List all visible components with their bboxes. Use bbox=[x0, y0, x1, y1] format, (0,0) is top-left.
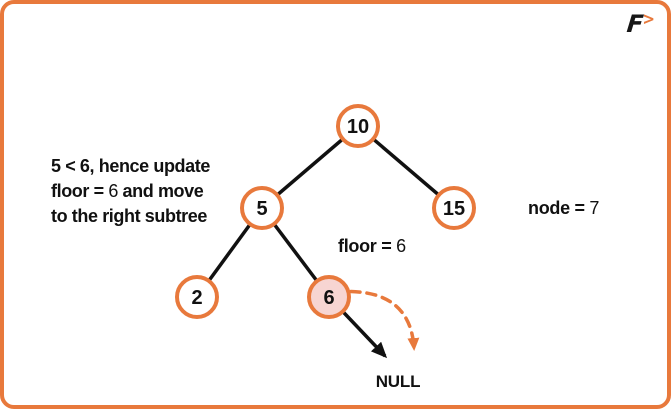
tree-node-6-highlighted bbox=[307, 275, 351, 319]
floor-status-label: floor = 6 bbox=[338, 236, 406, 256]
explanation-note-line2: floor = 6 and move bbox=[51, 181, 204, 201]
tree-node-6-label: 6 bbox=[323, 287, 334, 309]
tree-node-10-label: 10 bbox=[347, 116, 369, 138]
null-label: NULL bbox=[375, 372, 421, 391]
explanation-note-line1: 5 < 6, hence update bbox=[51, 156, 210, 176]
dashed-pointer-arrow-icon bbox=[333, 289, 420, 351]
tree-node-15-label: 15 bbox=[443, 198, 465, 220]
tree-node-2 bbox=[175, 275, 219, 319]
tree-node-2-label: 2 bbox=[191, 287, 202, 309]
tree-node-5-label: 5 bbox=[256, 198, 267, 220]
tree-node-5 bbox=[240, 186, 284, 230]
explanation-note-line3: to the right subtree bbox=[51, 206, 208, 226]
binary-tree-diagram: 10 5 15 2 6 bbox=[175, 104, 476, 359]
tree-node-10 bbox=[336, 104, 380, 148]
logo-chevron-icon: > bbox=[642, 9, 655, 29]
node-status-label: node = 7 bbox=[528, 198, 600, 218]
tree-node-15 bbox=[432, 186, 476, 230]
explanation-note: 5 < 6, hence update floor = 6 and move t… bbox=[51, 154, 210, 229]
brand-logo: F > bbox=[626, 9, 655, 38]
